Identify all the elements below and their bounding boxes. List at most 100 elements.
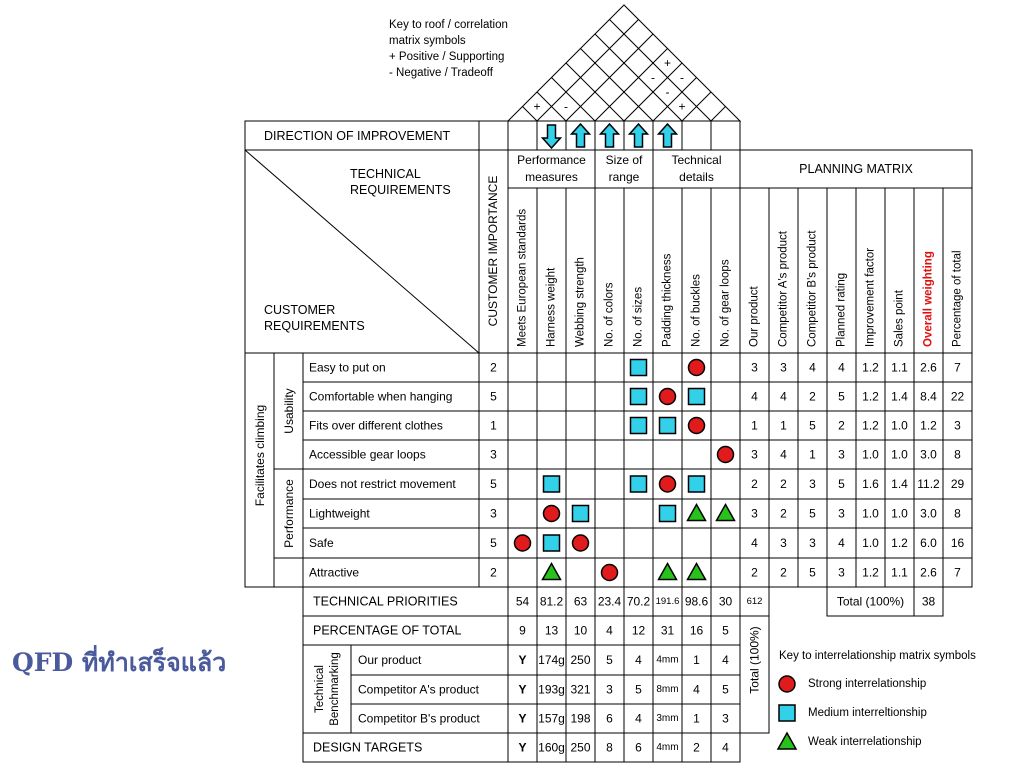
weak-relationship-icon — [657, 561, 678, 581]
planning-value: 5 — [809, 566, 816, 580]
relationship-cell — [710, 527, 741, 559]
benchmark-value: 8mm — [656, 684, 678, 695]
relationship-cell — [594, 527, 625, 559]
planning-column-label: Sales point — [894, 289, 906, 347]
medium-relationship-icon — [687, 475, 706, 493]
priority-value: 81.2 — [540, 595, 564, 609]
priority-value: 70.2 — [627, 595, 651, 609]
strong-relationship-icon — [716, 445, 735, 464]
planning-value: 3 — [780, 361, 787, 375]
importance-value: 3 — [490, 507, 497, 521]
percentage-of-total-label: PERCENTAGE OF TOTAL — [313, 624, 461, 638]
relationship-cell — [710, 410, 741, 441]
relationship-cell — [507, 352, 538, 383]
tech-column-label: Padding thickness — [662, 253, 674, 347]
roof-grid-line — [594, 33, 683, 122]
group-label: details — [679, 170, 714, 184]
strong-relationship-icon — [600, 563, 619, 582]
planning-value: 1.6 — [862, 477, 879, 491]
planning-value: 2 — [838, 419, 845, 433]
legend-item-label: Strong interrelationship — [808, 678, 926, 690]
planning-value: 1 — [751, 419, 758, 433]
benchmark-name: Competitor A's product — [358, 683, 480, 697]
tech-column-label: No. of sizes — [633, 287, 645, 347]
planning-value: 4 — [838, 536, 845, 550]
tech-column-label: Meets European standards — [517, 209, 529, 347]
percentage-value: 16 — [690, 624, 704, 638]
design-target-value: Y — [518, 741, 526, 755]
benchmark-value: 3 — [606, 683, 613, 697]
roof-correlation-mark: + — [678, 100, 685, 114]
category-inner-cell — [273, 557, 304, 588]
planning-value: 4 — [780, 390, 787, 404]
benchmark-value: 1 — [693, 653, 700, 667]
planning-value: 2 — [780, 507, 787, 521]
arrow-up-icon — [656, 122, 679, 148]
priority-value: 30 — [719, 595, 733, 609]
arrow-down-icon — [540, 124, 563, 150]
benchmark-value: 198 — [570, 712, 590, 726]
roof-correlation-mark: - — [680, 71, 684, 85]
benchmarking-label: Benchmarking — [329, 652, 341, 726]
planning-column-label: Planned rating — [836, 273, 848, 347]
tech-column-label: Harness weight — [546, 267, 558, 347]
roof-grid-line — [536, 91, 567, 122]
planning-value: 3 — [809, 477, 816, 491]
strong-relationship-icon — [687, 358, 706, 377]
relationship-cell — [594, 410, 625, 441]
design-targets-label: DESIGN TARGETS — [313, 741, 422, 755]
planning-value: 8 — [954, 448, 961, 462]
planning-column-label: Improvement factor — [865, 248, 877, 347]
planning-value: 3 — [751, 361, 758, 375]
planning-value: 1.0 — [891, 419, 908, 433]
relationship-cell — [623, 527, 654, 559]
roof-correlation-mark: - — [651, 71, 655, 85]
planning-value: 29 — [951, 477, 965, 491]
strong-relationship-icon — [658, 475, 677, 493]
roof-grid-line — [565, 62, 625, 122]
relationship-cell — [565, 410, 596, 441]
relationship-cell — [507, 557, 538, 588]
roof-grid-line — [609, 19, 712, 122]
planning-column-label: Competitor A's product — [778, 230, 790, 347]
corner-diagonal — [244, 149, 480, 354]
roof-grid-line — [522, 106, 538, 122]
planning-value: 3.0 — [920, 448, 937, 462]
planning-value: 8.4 — [920, 390, 937, 404]
planning-value: 4 — [838, 361, 845, 375]
planning-value: 1.0 — [862, 448, 879, 462]
benchmark-value: 4mm — [656, 655, 678, 666]
benchmark-value: 4 — [722, 653, 729, 667]
weak-relationship-icon — [715, 502, 736, 522]
roof-key-line: Key to roof / correlation — [389, 19, 508, 31]
weak-relationship-icon — [541, 561, 562, 581]
total-vertical-label: Total (100%) — [748, 626, 762, 693]
planning-value: 1.2 — [862, 390, 879, 404]
requirement-name: Comfortable when hanging — [309, 390, 452, 404]
legend-medium-icon — [778, 704, 796, 722]
priority-value: 23.4 — [598, 595, 622, 609]
category-facilitates-climbing: Facilitates climbing — [253, 405, 267, 506]
relationship-cell — [536, 352, 567, 383]
planning-column-label: Competitor B's product — [807, 230, 819, 347]
relationship-cell — [594, 439, 625, 470]
relationship-cell — [710, 381, 741, 412]
medium-relationship-icon — [658, 504, 677, 523]
planning-value: 1.0 — [862, 536, 879, 550]
planning-value: 1 — [809, 448, 816, 462]
planning-value: 1.0 — [862, 507, 879, 521]
planning-value: 1.1 — [891, 566, 908, 580]
benchmark-value: 5 — [606, 653, 613, 667]
benchmark-value: 5 — [722, 683, 729, 697]
planning-value: 8 — [954, 507, 961, 521]
benchmark-value: 174g — [538, 653, 565, 667]
relationship-cell — [594, 468, 625, 500]
roof-correlation-mark: + — [533, 100, 540, 114]
customer-requirements-label: CUSTOMER — [264, 303, 335, 317]
roof-correlation-mark: - — [564, 100, 568, 114]
benchmark-value: 4 — [635, 653, 642, 667]
priority-value: 54 — [516, 595, 530, 609]
priority-value: 63 — [574, 595, 588, 609]
importance-value: 2 — [490, 566, 497, 580]
